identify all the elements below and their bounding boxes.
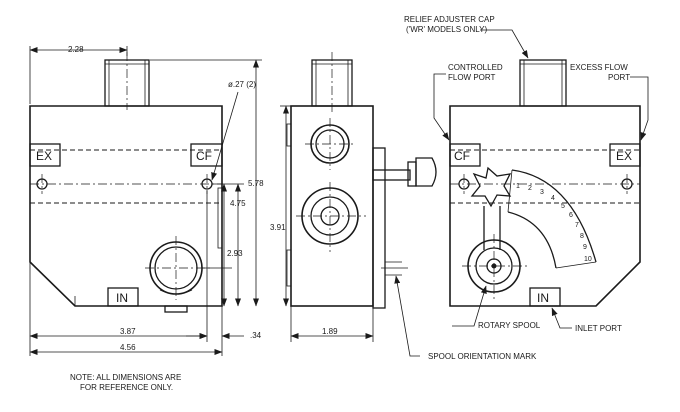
left-body bbox=[29, 105, 223, 307]
callout-spool-mark: SPOOL ORIENTATION MARK bbox=[428, 352, 537, 361]
callout-rotary-spool: ROTARY SPOOL bbox=[478, 321, 541, 330]
callout-relief-1: RELIEF ADJUSTER CAP bbox=[404, 15, 495, 24]
scale-mark-9: 9 bbox=[583, 244, 587, 251]
dim-4-75: 4.75 bbox=[230, 199, 246, 208]
right-top-cap bbox=[519, 59, 567, 107]
dim-0-34: .34 bbox=[250, 331, 262, 340]
right-body bbox=[449, 105, 641, 307]
dim-4-56: 4.56 bbox=[120, 343, 136, 352]
callout-relief-2: ('WR' MODELS ONLY) bbox=[406, 25, 487, 34]
callout-controlled-2: FLOW PORT bbox=[448, 73, 496, 82]
dim-hole-dia: ø.27 (2) bbox=[228, 80, 256, 89]
right-in-label: IN bbox=[537, 291, 549, 305]
scale-mark-3: 3 bbox=[540, 189, 544, 196]
callout-excess-1: EXCESS FLOW bbox=[570, 63, 628, 72]
scale-mark-6: 6 bbox=[569, 212, 573, 219]
side-view: 3.91 1.89 SPOOL ORIENTATION MARK bbox=[270, 52, 537, 361]
right-ex-label: EX bbox=[616, 149, 632, 163]
scale-mark-4: 4 bbox=[551, 195, 555, 202]
adjust-handle-icon bbox=[470, 166, 512, 208]
dim-3-87: 3.87 bbox=[120, 327, 136, 336]
note-line-1: NOTE: ALL DIMENSIONS ARE bbox=[70, 373, 181, 382]
dim-1-89: 1.89 bbox=[322, 327, 338, 336]
dim-2-93: 2.93 bbox=[227, 249, 243, 258]
dim-5-78: 5.78 bbox=[248, 179, 264, 188]
left-view: EX CF IN 2.28 ø.27 (2) 5.78 bbox=[29, 45, 264, 356]
scale-mark-7: 7 bbox=[575, 222, 579, 229]
note-line-2: FOR REFERENCE ONLY. bbox=[80, 383, 173, 392]
scale-mark-1: 1 bbox=[516, 183, 520, 190]
right-view: CF EX 1 2 3 4 5 6 7 8 9 10 bbox=[404, 15, 649, 333]
callout-excess-2: PORT bbox=[608, 73, 630, 82]
right-cf-label: CF bbox=[454, 149, 470, 163]
left-cf-label: CF bbox=[196, 149, 212, 163]
callout-controlled-1: CONTROLLED bbox=[448, 63, 503, 72]
scale-mark-8: 8 bbox=[580, 233, 584, 240]
callout-inlet-port: INLET PORT bbox=[575, 324, 622, 333]
scale-mark-10: 10 bbox=[584, 256, 592, 263]
dim-3-91: 3.91 bbox=[270, 223, 286, 232]
left-in-label: IN bbox=[116, 291, 128, 305]
left-ex-label: EX bbox=[36, 149, 52, 163]
scale-mark-2: 2 bbox=[528, 185, 532, 192]
dim-2-28: 2.28 bbox=[68, 45, 84, 54]
scale-mark-5: 5 bbox=[561, 203, 565, 210]
